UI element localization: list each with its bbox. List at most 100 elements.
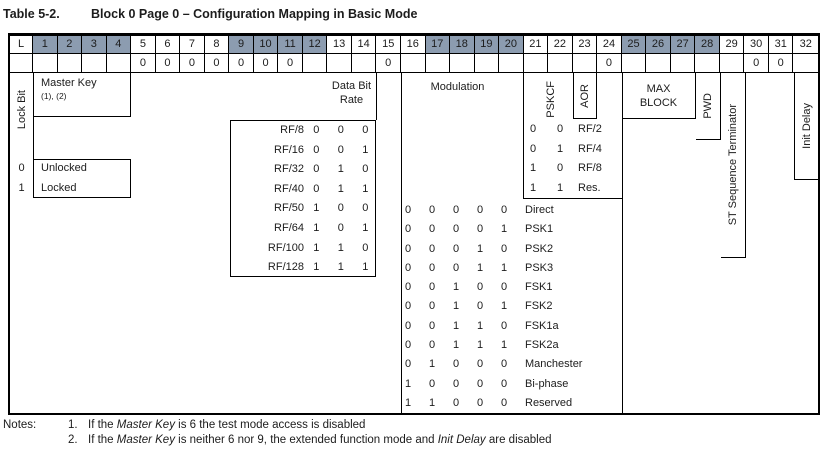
bit-col-header-19: 19 bbox=[474, 36, 500, 54]
master-key-note-refs: (1), (2) bbox=[41, 91, 67, 101]
default-value-cell-27 bbox=[670, 54, 696, 73]
modulation-bit: 1 bbox=[500, 223, 508, 236]
modulation-bit: 0 bbox=[500, 242, 508, 255]
modulation-header: Modulation bbox=[410, 81, 505, 93]
bit-col-header-27: 27 bbox=[670, 36, 696, 54]
default-value-cell-28 bbox=[695, 54, 720, 73]
modulation-bit: 0 bbox=[404, 319, 412, 332]
note-text-plain: If the bbox=[88, 419, 117, 431]
rf-rate-bit: 1 bbox=[337, 182, 344, 195]
modulation-bit: 0 bbox=[452, 396, 460, 409]
data-bit-rate-header: Data Bit Rate bbox=[327, 79, 376, 107]
bit-col-header-9: 9 bbox=[229, 36, 254, 54]
rf-rate-bit: 1 bbox=[362, 221, 369, 234]
pskcf-name: Res. bbox=[578, 181, 601, 194]
st-sequence-terminator-box: ST Sequence Terminator bbox=[721, 73, 746, 258]
modulation-name: FSK2a bbox=[525, 339, 559, 352]
master-key-box: Master Key (1), (2) bbox=[33, 73, 131, 117]
modulation-bit: 0 bbox=[500, 319, 508, 332]
rf-rate-bit: 1 bbox=[313, 202, 320, 215]
modulation-bit: 0 bbox=[476, 300, 484, 313]
table-caption: Table 5-2.Block 0 Page 0 – Configuration… bbox=[3, 7, 417, 21]
bit-col-header-22: 22 bbox=[548, 36, 573, 54]
rf-rate-bit: 1 bbox=[337, 163, 344, 176]
lock-legend-box bbox=[33, 159, 131, 198]
master-key-label: Master Key bbox=[41, 77, 97, 89]
modulation-bit: 0 bbox=[476, 223, 484, 236]
default-value-cell-6: 0 bbox=[155, 54, 181, 73]
modulation-bit: 0 bbox=[404, 339, 412, 352]
pskcf-bit: 1 bbox=[529, 162, 537, 174]
aor-label: AOR bbox=[579, 83, 591, 108]
default-value-cell-14 bbox=[351, 54, 377, 73]
default-value-cell-15: 0 bbox=[376, 54, 401, 73]
bit-col-header-11: 11 bbox=[278, 36, 303, 54]
default-value-cell-12 bbox=[302, 54, 328, 73]
default-value-cell-32 bbox=[793, 54, 818, 73]
lock-bit-header: Lock Bit bbox=[10, 75, 33, 145]
bit-col-header-14: 14 bbox=[351, 36, 377, 54]
default-value-cell-26 bbox=[646, 54, 671, 73]
bit-col-header-1: 1 bbox=[33, 36, 58, 54]
default-value-cell-9: 0 bbox=[229, 54, 254, 73]
modulation-bit: 1 bbox=[476, 319, 484, 332]
bit-col-header-30: 30 bbox=[744, 36, 769, 54]
pskcf-bit: 1 bbox=[529, 181, 537, 194]
default-value-cell-11: 0 bbox=[278, 54, 303, 73]
pwd-label: PWD bbox=[702, 93, 714, 119]
rf-rate-bit: 1 bbox=[362, 261, 369, 274]
aor-box: AOR bbox=[573, 73, 597, 119]
note-text-plain: If the bbox=[88, 433, 117, 446]
modulation-bit: 0 bbox=[404, 281, 412, 294]
modulation-label: Modulation bbox=[430, 81, 485, 93]
rf-rate-bit: 0 bbox=[337, 124, 344, 136]
modulation-bit: 0 bbox=[428, 300, 436, 313]
modulation-bit: 1 bbox=[428, 396, 436, 409]
default-value-cell-16 bbox=[400, 54, 426, 73]
lock-column-divider bbox=[33, 117, 34, 159]
rf-rate-bit: 1 bbox=[313, 261, 320, 274]
lock-bit-meaning: Locked bbox=[41, 181, 77, 194]
modulation-name: FSK1a bbox=[525, 319, 559, 332]
note-item: 2.If the Master Key is neither 6 nor 9, … bbox=[68, 433, 552, 448]
note-number: 2. bbox=[68, 433, 78, 446]
default-value-cell-18 bbox=[450, 54, 475, 73]
modulation-bit: 0 bbox=[428, 223, 436, 236]
modulation-bit: 0 bbox=[452, 242, 460, 255]
note-item: 1.If the Master Key is 6 the test mode a… bbox=[68, 418, 552, 433]
modulation-name: FSK1 bbox=[525, 281, 553, 294]
max-block-label-line1: MAX bbox=[646, 82, 671, 95]
default-value-cell-17 bbox=[425, 54, 451, 73]
pskcf-bit: 1 bbox=[556, 181, 564, 194]
pskcf-box bbox=[523, 73, 622, 199]
modulation-bit: 1 bbox=[476, 242, 484, 255]
default-value-cell-20 bbox=[499, 54, 524, 73]
note-text-plain: is 6 the test mode access is disabled bbox=[174, 419, 366, 431]
data-bit-rate-label-line2: Rate bbox=[339, 94, 364, 106]
modulation-bit: 0 bbox=[428, 281, 436, 294]
default-value-cell-5: 0 bbox=[131, 54, 156, 73]
rf-rate-bit: 1 bbox=[337, 261, 344, 274]
modulation-bit: 0 bbox=[428, 261, 436, 274]
modulation-bit: 0 bbox=[452, 358, 460, 371]
default-value-cell-21 bbox=[523, 54, 549, 73]
default-value-cell-22 bbox=[548, 54, 573, 73]
modulation-bit: 0 bbox=[476, 204, 484, 216]
modulation-bit: 0 bbox=[428, 242, 436, 255]
rf-rate-bit: 0 bbox=[362, 202, 369, 215]
bit-col-header-5: 5 bbox=[131, 36, 156, 54]
rf-rate-name: RF/64 bbox=[274, 221, 304, 234]
